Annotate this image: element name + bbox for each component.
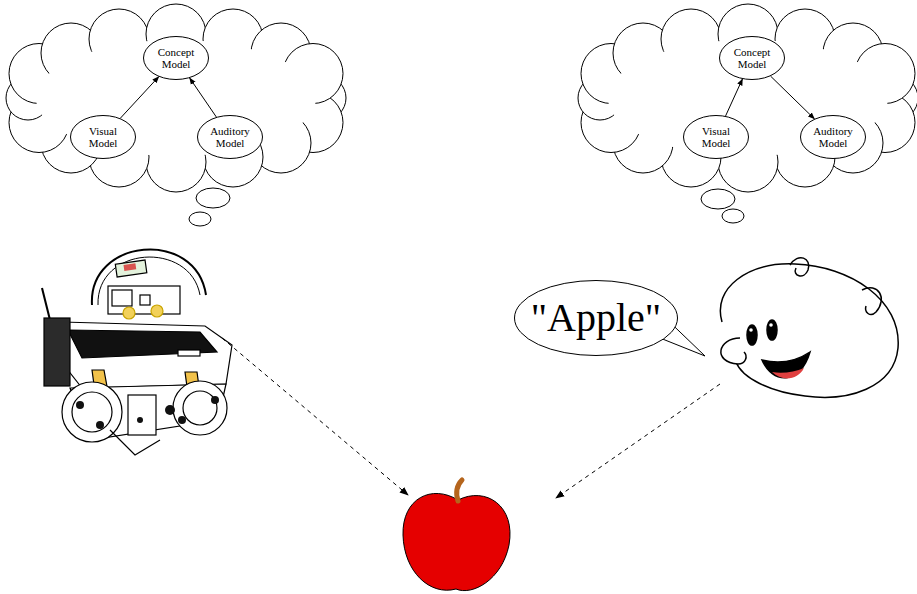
concept-model-node: Concept Model — [143, 36, 209, 80]
gaze-arrow — [222, 338, 408, 495]
apple — [403, 480, 510, 591]
model-label: Concept Model — [727, 46, 777, 70]
ellipse-shape — [144, 37, 209, 80]
ellipse-shape — [801, 116, 866, 159]
ellipse-shape — [684, 116, 749, 159]
ellipse-shape — [515, 281, 678, 356]
thought-bubble — [196, 188, 230, 208]
auditory-model-node: Auditory Model — [800, 115, 866, 159]
robot — [42, 249, 232, 455]
face — [720, 258, 898, 398]
auditory-model-node: Auditory Model — [197, 115, 263, 159]
model-label: Visual Model — [691, 125, 741, 149]
visual-model-node: Visual Model — [683, 115, 749, 159]
model-label: Visual Model — [78, 125, 128, 149]
model-label: Auditory Model — [205, 125, 255, 149]
ellipse-shape — [198, 116, 263, 159]
model-label: Auditory Model — [808, 125, 858, 149]
thought-bubble — [189, 212, 211, 226]
concept-model-node: Concept Model — [719, 36, 785, 80]
ellipse-shape — [71, 116, 136, 159]
thought-bubble — [701, 189, 735, 209]
model-label: Concept Model — [151, 46, 201, 70]
model-link-arrow — [771, 76, 815, 119]
model-link-arrow — [120, 77, 158, 119]
speech-bubble: "Apple" — [514, 280, 678, 356]
thought-cloud — [578, 4, 917, 192]
gaze-arrow — [556, 384, 720, 498]
thought-cloud — [6, 4, 346, 192]
model-link-arrow — [726, 79, 743, 116]
spoken-word: "Apple" — [531, 296, 661, 340]
visual-model-node: Visual Model — [70, 115, 136, 159]
thought-bubble — [722, 209, 744, 223]
model-link-arrow — [190, 78, 217, 117]
ellipse-shape — [720, 37, 785, 80]
